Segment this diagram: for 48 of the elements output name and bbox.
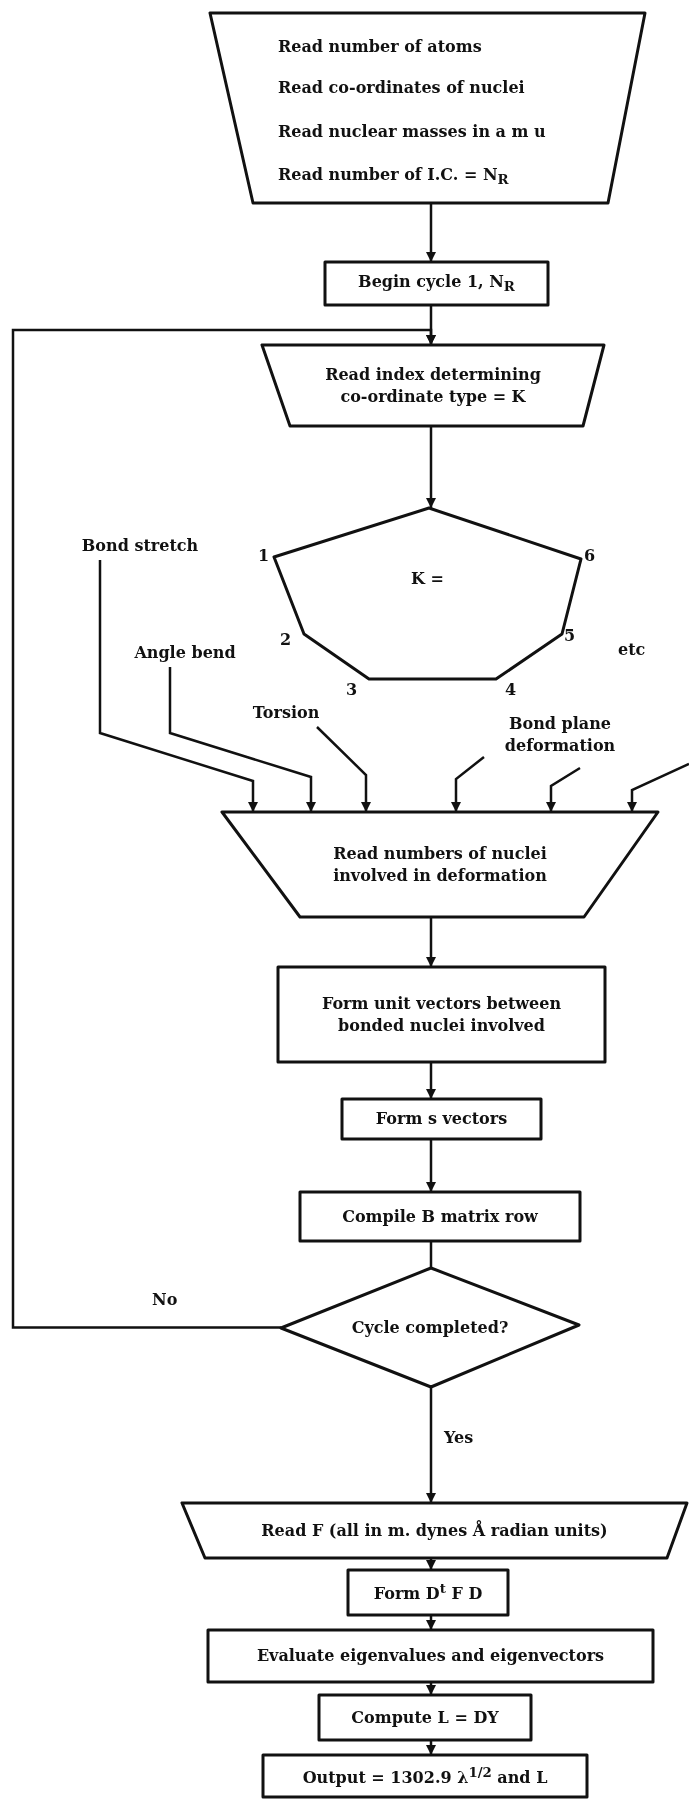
step-text: Read number of I.C. = N$_{R}$ (278, 164, 509, 190)
note-text: etc (618, 640, 646, 659)
connector-line (429, 1241, 433, 1268)
arrow (426, 1139, 436, 1192)
deformation-type-label: Bond stretch (81, 535, 199, 557)
vertex-number: 2 (280, 630, 292, 649)
arrow (98, 560, 258, 812)
arrow (426, 1558, 436, 1570)
arrow (426, 203, 436, 262)
vertex-number: 3 (346, 680, 358, 699)
deformation-type-label: Angle bend (134, 642, 236, 664)
arrow (426, 426, 436, 508)
step-text: Read numbers of nuclei (333, 842, 547, 865)
arrow (426, 1387, 436, 1503)
step-text: Output = 1302.9 λ$^{1/2}$ and L (302, 1763, 548, 1789)
step-text: Form s vectors (375, 1108, 508, 1130)
arrow (426, 1062, 436, 1099)
decision-text: Cycle completed? (351, 1316, 509, 1339)
step-text: Read number of atoms (278, 36, 482, 58)
arrow (316, 726, 371, 812)
step-text: Evaluate eigenvalues and eigenvectors (256, 1645, 605, 1667)
arrow (451, 756, 485, 812)
arrow (426, 1740, 436, 1755)
deformation-type-label: Bond plane deformation (503, 713, 617, 757)
vertex-number: 6 (584, 546, 596, 565)
vertex-number: 1 (258, 546, 270, 565)
step-text: K = (411, 567, 444, 590)
arrow (426, 1682, 436, 1695)
deformation-type-label: Torsion (252, 702, 320, 724)
step-text: Form D$^{t}$ F D (373, 1580, 483, 1605)
arrow (426, 917, 436, 967)
arrow (11, 328, 436, 1329)
step-text: Begin cycle 1, N$_{R}$ (358, 270, 515, 297)
vertex-number: 5 (564, 626, 576, 645)
step-text: Read F (all in m. dynes Å radian units) (261, 1519, 608, 1542)
step-text: involved in deformation (333, 864, 547, 887)
arrow (546, 766, 581, 812)
arrow (168, 667, 316, 812)
arrow (627, 762, 689, 812)
step-text: Compute L = DY (351, 1706, 499, 1729)
step-text: Read co-ordinates of nuclei (278, 77, 525, 99)
step-text: Compile B matrix row (342, 1205, 538, 1228)
step-text: Read nuclear masses in a m u (278, 121, 546, 143)
step-text: bonded nuclei involved (338, 1014, 545, 1037)
arrow (426, 1615, 436, 1630)
step-text: Form unit vectors between (321, 992, 562, 1015)
vertex-number: 4 (505, 680, 517, 699)
step-text: Read index determining co-ordinate type = K (324, 363, 542, 408)
